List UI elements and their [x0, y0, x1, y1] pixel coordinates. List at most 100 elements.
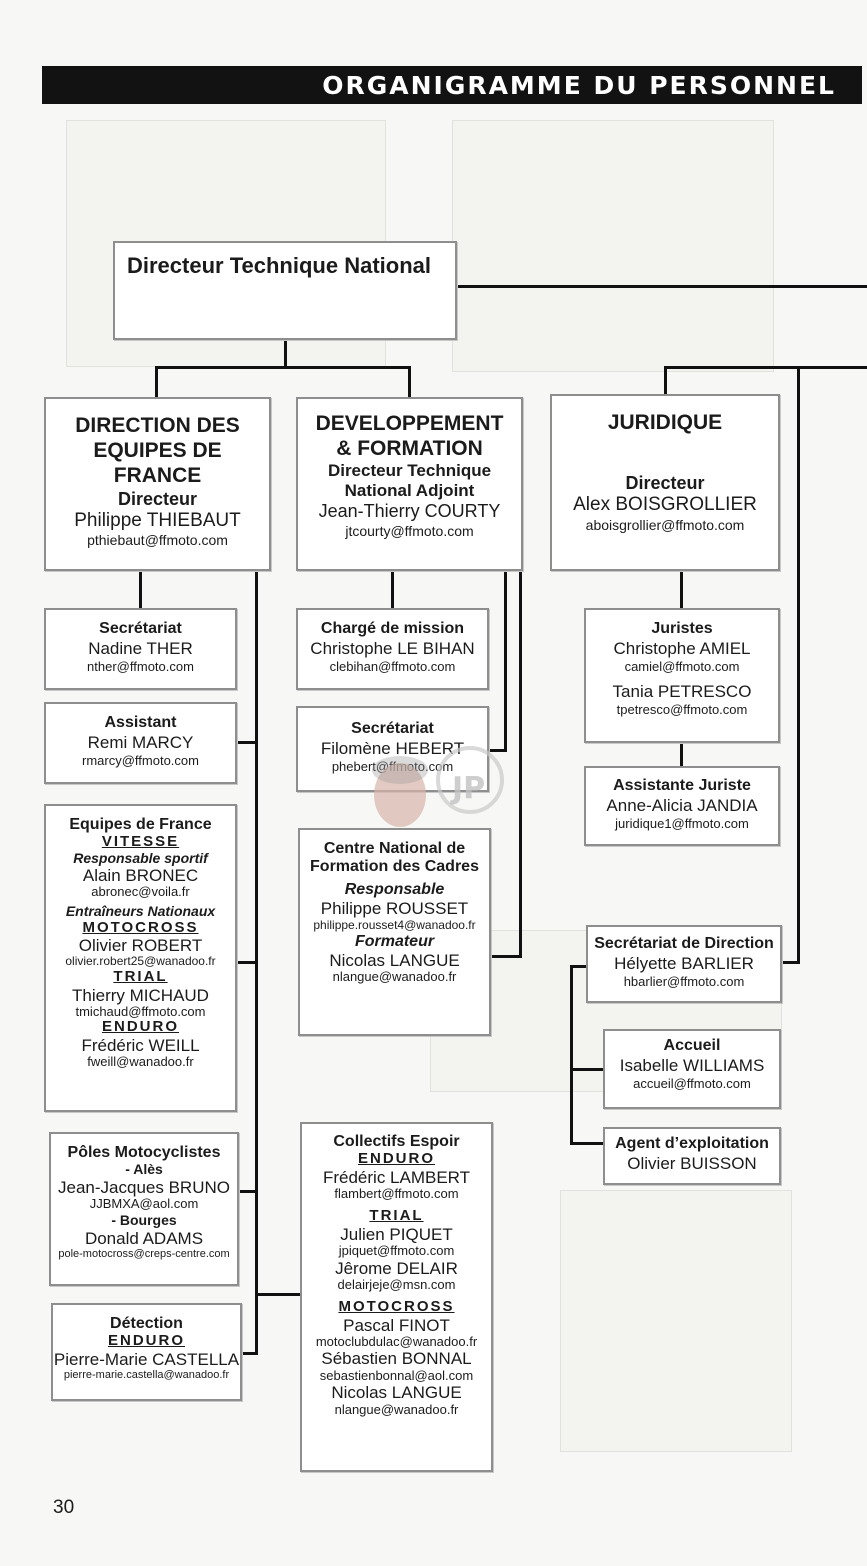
connector [491, 955, 522, 958]
accueil-title: Accueil [663, 1037, 721, 1054]
connector [284, 339, 287, 368]
collectifs-enduro: ENDURO [357, 1150, 435, 1168]
secretariat-eq-name: Nadine THER [88, 638, 193, 658]
box-assistant: Assistant Remi MARCY rmarcy@ffmoto.com [44, 702, 237, 784]
ef-resp-email: abronec@voila.fr [91, 884, 190, 900]
assistant-name: Remi MARCY [87, 732, 194, 752]
watermark-logo-ring [436, 746, 504, 814]
watermark-jp: JP [450, 771, 485, 806]
background-panel-right [452, 120, 774, 372]
collectifs-en-email: flambert@ffmoto.com [334, 1186, 459, 1202]
poles-ales: - Alès [125, 1160, 163, 1177]
connector [519, 570, 522, 958]
poles-bourges-name: Donald ADAMS [84, 1228, 204, 1248]
poles-ales-name: Jean-Jacques BRUNO [58, 1177, 230, 1197]
ef-resp-name: Alain BRONEC [82, 866, 199, 886]
connector [781, 961, 800, 964]
connector [238, 1190, 258, 1193]
box-juridique: JURIDIQUE Directeur Alex BOISGROLLIER ab… [550, 394, 780, 571]
dev-name: Jean-Thierry COURTY [318, 501, 501, 522]
detection-title: Détection [110, 1315, 183, 1332]
cnfc-form-name: Nicolas LANGUE [329, 950, 460, 970]
watermark-face [374, 763, 426, 827]
secdir-name: Hélyette BARLIER [614, 953, 754, 973]
box-equipes-de-france: Equipes de France VITESSE Responsable sp… [44, 804, 237, 1112]
collectifs-title: Collectifs Espoir [333, 1133, 460, 1150]
ef-title: Equipes de France [69, 816, 212, 833]
box-dtn: Directeur Technique National [113, 241, 457, 340]
secretariat-eq-email: nther@ffmoto.com [87, 658, 194, 674]
box-accueil: Accueil Isabelle WILLIAMS accueil@ffmoto… [603, 1029, 781, 1109]
agent-name: Olivier BUISSON [627, 1153, 757, 1173]
juristes-n2: Tania PETRESCO [612, 682, 752, 702]
collectifs-tr2-name: Jêrome DELAIR [335, 1258, 458, 1278]
juristes-e2: tpetresco@ffmoto.com [616, 702, 748, 718]
connector [490, 749, 507, 752]
assistante-email: juridique1@ffmoto.com [615, 815, 749, 831]
charge-name: Christophe LE BIHAN [310, 638, 475, 658]
equipes-role: Directeur [117, 488, 198, 509]
connector [570, 1068, 604, 1071]
collectifs-mx3-email: nlangue@wanadoo.fr [334, 1401, 459, 1417]
box-cnfc: Centre National de Formation des Cadres … [298, 828, 491, 1036]
connector [680, 570, 683, 610]
poles-bourges-email: pole-motocross@creps-centre.com [58, 1247, 230, 1260]
ef-motocross: MOTOCROSS [82, 918, 199, 936]
ef-resp-label: Responsable sportif [73, 849, 208, 866]
collectifs-motocross: MOTOCROSS [338, 1297, 455, 1315]
box-collectifs-espoir: Collectifs Espoir ENDURO Frédéric LAMBER… [300, 1122, 493, 1472]
juridique-name: Alex BOISGROLLIER [573, 494, 757, 516]
assistant-email: rmarcy@ffmoto.com [82, 752, 199, 768]
secdir-email: hbarlier@ffmoto.com [623, 973, 745, 989]
juridique-title: JURIDIQUE [607, 411, 723, 434]
dev-email: jtcourty@ffmoto.com [345, 522, 474, 539]
secdir-title: Secrétariat de Direction [594, 935, 774, 952]
connector [456, 285, 867, 288]
collectifs-mx1-email: motoclubdulac@wanadoo.fr [315, 1333, 478, 1349]
box-juristes: Juristes Christophe AMIEL camiel@ffmoto.… [584, 608, 780, 743]
connector [570, 1142, 604, 1145]
connector [236, 961, 258, 964]
juristes-title: Juristes [651, 620, 713, 637]
poles-ales-email: JJBMXA@aol.com [89, 1195, 199, 1211]
page-banner: ORGANIGRAMME DU PERSONNEL [42, 66, 862, 104]
connector [155, 366, 158, 398]
assistante-name: Anne-Alicia JANDIA [606, 795, 758, 815]
collectifs-trial: TRIAL [369, 1206, 424, 1224]
box-charge-mission: Chargé de mission Christophe LE BIHAN cl… [296, 608, 489, 690]
collectifs-mx2-email: sebastienbonnal@aol.com [319, 1367, 474, 1383]
detection-enduro: ENDURO [107, 1331, 185, 1349]
ef-enduro: ENDURO [101, 1018, 179, 1036]
collectifs-tr1-email: jpiquet@ffmoto.com [338, 1243, 455, 1259]
box-secretariat-equipes: Secrétariat Nadine THER nther@ffmoto.com [44, 608, 237, 690]
ef-enduro-name: Frédéric WEILL [81, 1036, 200, 1056]
collectifs-tr2-email: delairjeje@msn.com [337, 1276, 456, 1292]
watermark-hair [372, 756, 428, 784]
connector [664, 366, 867, 369]
collectifs-tr1-name: Julien PIQUET [340, 1224, 453, 1244]
juridique-email: aboisgrollier@ffmoto.com [585, 516, 745, 533]
ef-enduro-email: fweill@wanadoo.fr [87, 1054, 194, 1070]
ef-trial-email: tmichaud@ffmoto.com [75, 1003, 206, 1019]
equipes-title: DIRECTION DES EQUIPES DE FRANCE [75, 414, 240, 488]
collectifs-mx3-name: Nicolas LANGUE [331, 1383, 462, 1403]
charge-title: Chargé de mission [320, 620, 465, 637]
box-assistante-juriste: Assistante Juriste Anne-Alicia JANDIA ju… [584, 766, 780, 846]
juristes-n1: Christophe AMIEL [613, 638, 751, 658]
accueil-email: accueil@ffmoto.com [633, 1075, 751, 1091]
box-direction-equipes: DIRECTION DES EQUIPES DE FRANCE Directeu… [44, 397, 271, 571]
secretariat-dev-title: Secrétariat [351, 720, 434, 737]
juristes-e1: camiel@ffmoto.com [624, 658, 740, 674]
cnfc-resp-label: Responsable [344, 880, 445, 898]
connector [664, 366, 667, 395]
assistante-title: Assistante Juriste [613, 777, 751, 794]
connector [570, 965, 573, 1145]
box-poles: Pôles Motocyclistes - Alès Jean-Jacques … [49, 1132, 239, 1286]
ef-entraineurs: Entraîneurs Nationaux [65, 902, 216, 919]
connector [155, 366, 411, 369]
connector [504, 570, 507, 752]
collectifs-en-name: Frédéric LAMBERT [322, 1168, 471, 1188]
ef-vitesse: VITESSE [101, 832, 180, 850]
connector [570, 965, 587, 968]
dev-role: Directeur Technique National Adjoint [327, 461, 492, 501]
